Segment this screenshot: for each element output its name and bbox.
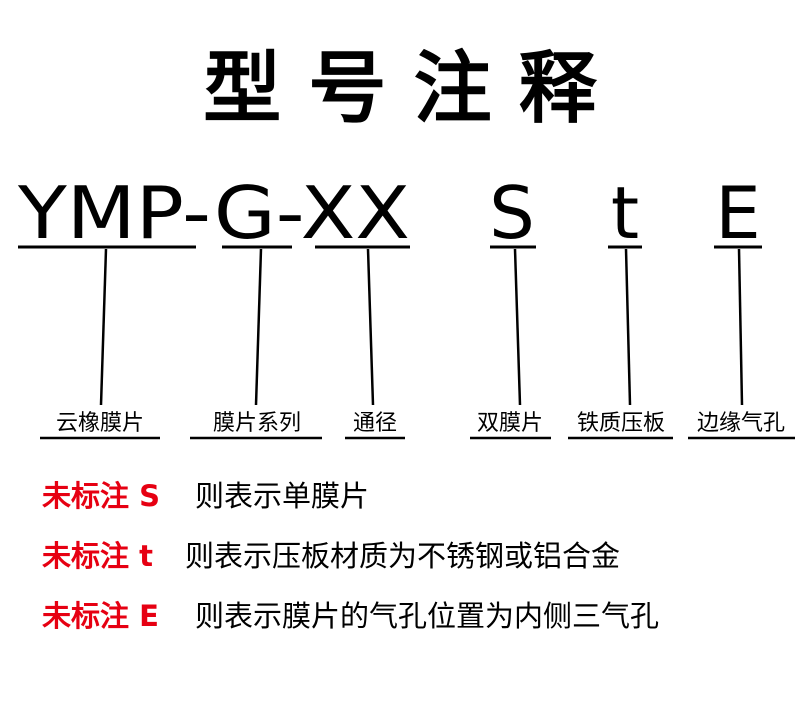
connector-line [99,248,108,406]
connector-line [366,248,375,406]
model-code-t: t [611,171,639,255]
connector-line [254,248,263,406]
connector-lines [99,248,744,406]
note-marker-e: 未标注 E [42,599,159,633]
note-text-s: 则表示单膜片 [195,479,369,513]
connector-line [737,248,744,406]
connector-line [513,248,522,406]
note-text-e: 则表示膜片的气孔位置为内侧三气孔 [195,599,659,633]
label-double-diaphragm: 双膜片 [477,411,543,436]
label-diaphragm-series: 膜片系列 [213,411,301,436]
model-code-s: S [489,171,535,255]
label-rubber-diaphragm: 云橡膜片 [56,411,144,436]
label-iron-plate: 铁质压板 [577,411,665,436]
label-edge-holes: 边缘气孔 [697,411,785,436]
note-marker-s: 未标注 S [42,479,160,513]
model-code-e: E [715,171,761,255]
connector-line [624,248,632,406]
model-code-prefix: YMP-G-XX [17,171,410,255]
label-diameter: 通径 [353,411,397,436]
note-marker-t: 未标注 t [42,539,153,573]
note-text-t: 则表示压板材质为不锈钢或铝合金 [185,539,620,573]
diagram-title: 型 号 注 释 [203,44,597,134]
